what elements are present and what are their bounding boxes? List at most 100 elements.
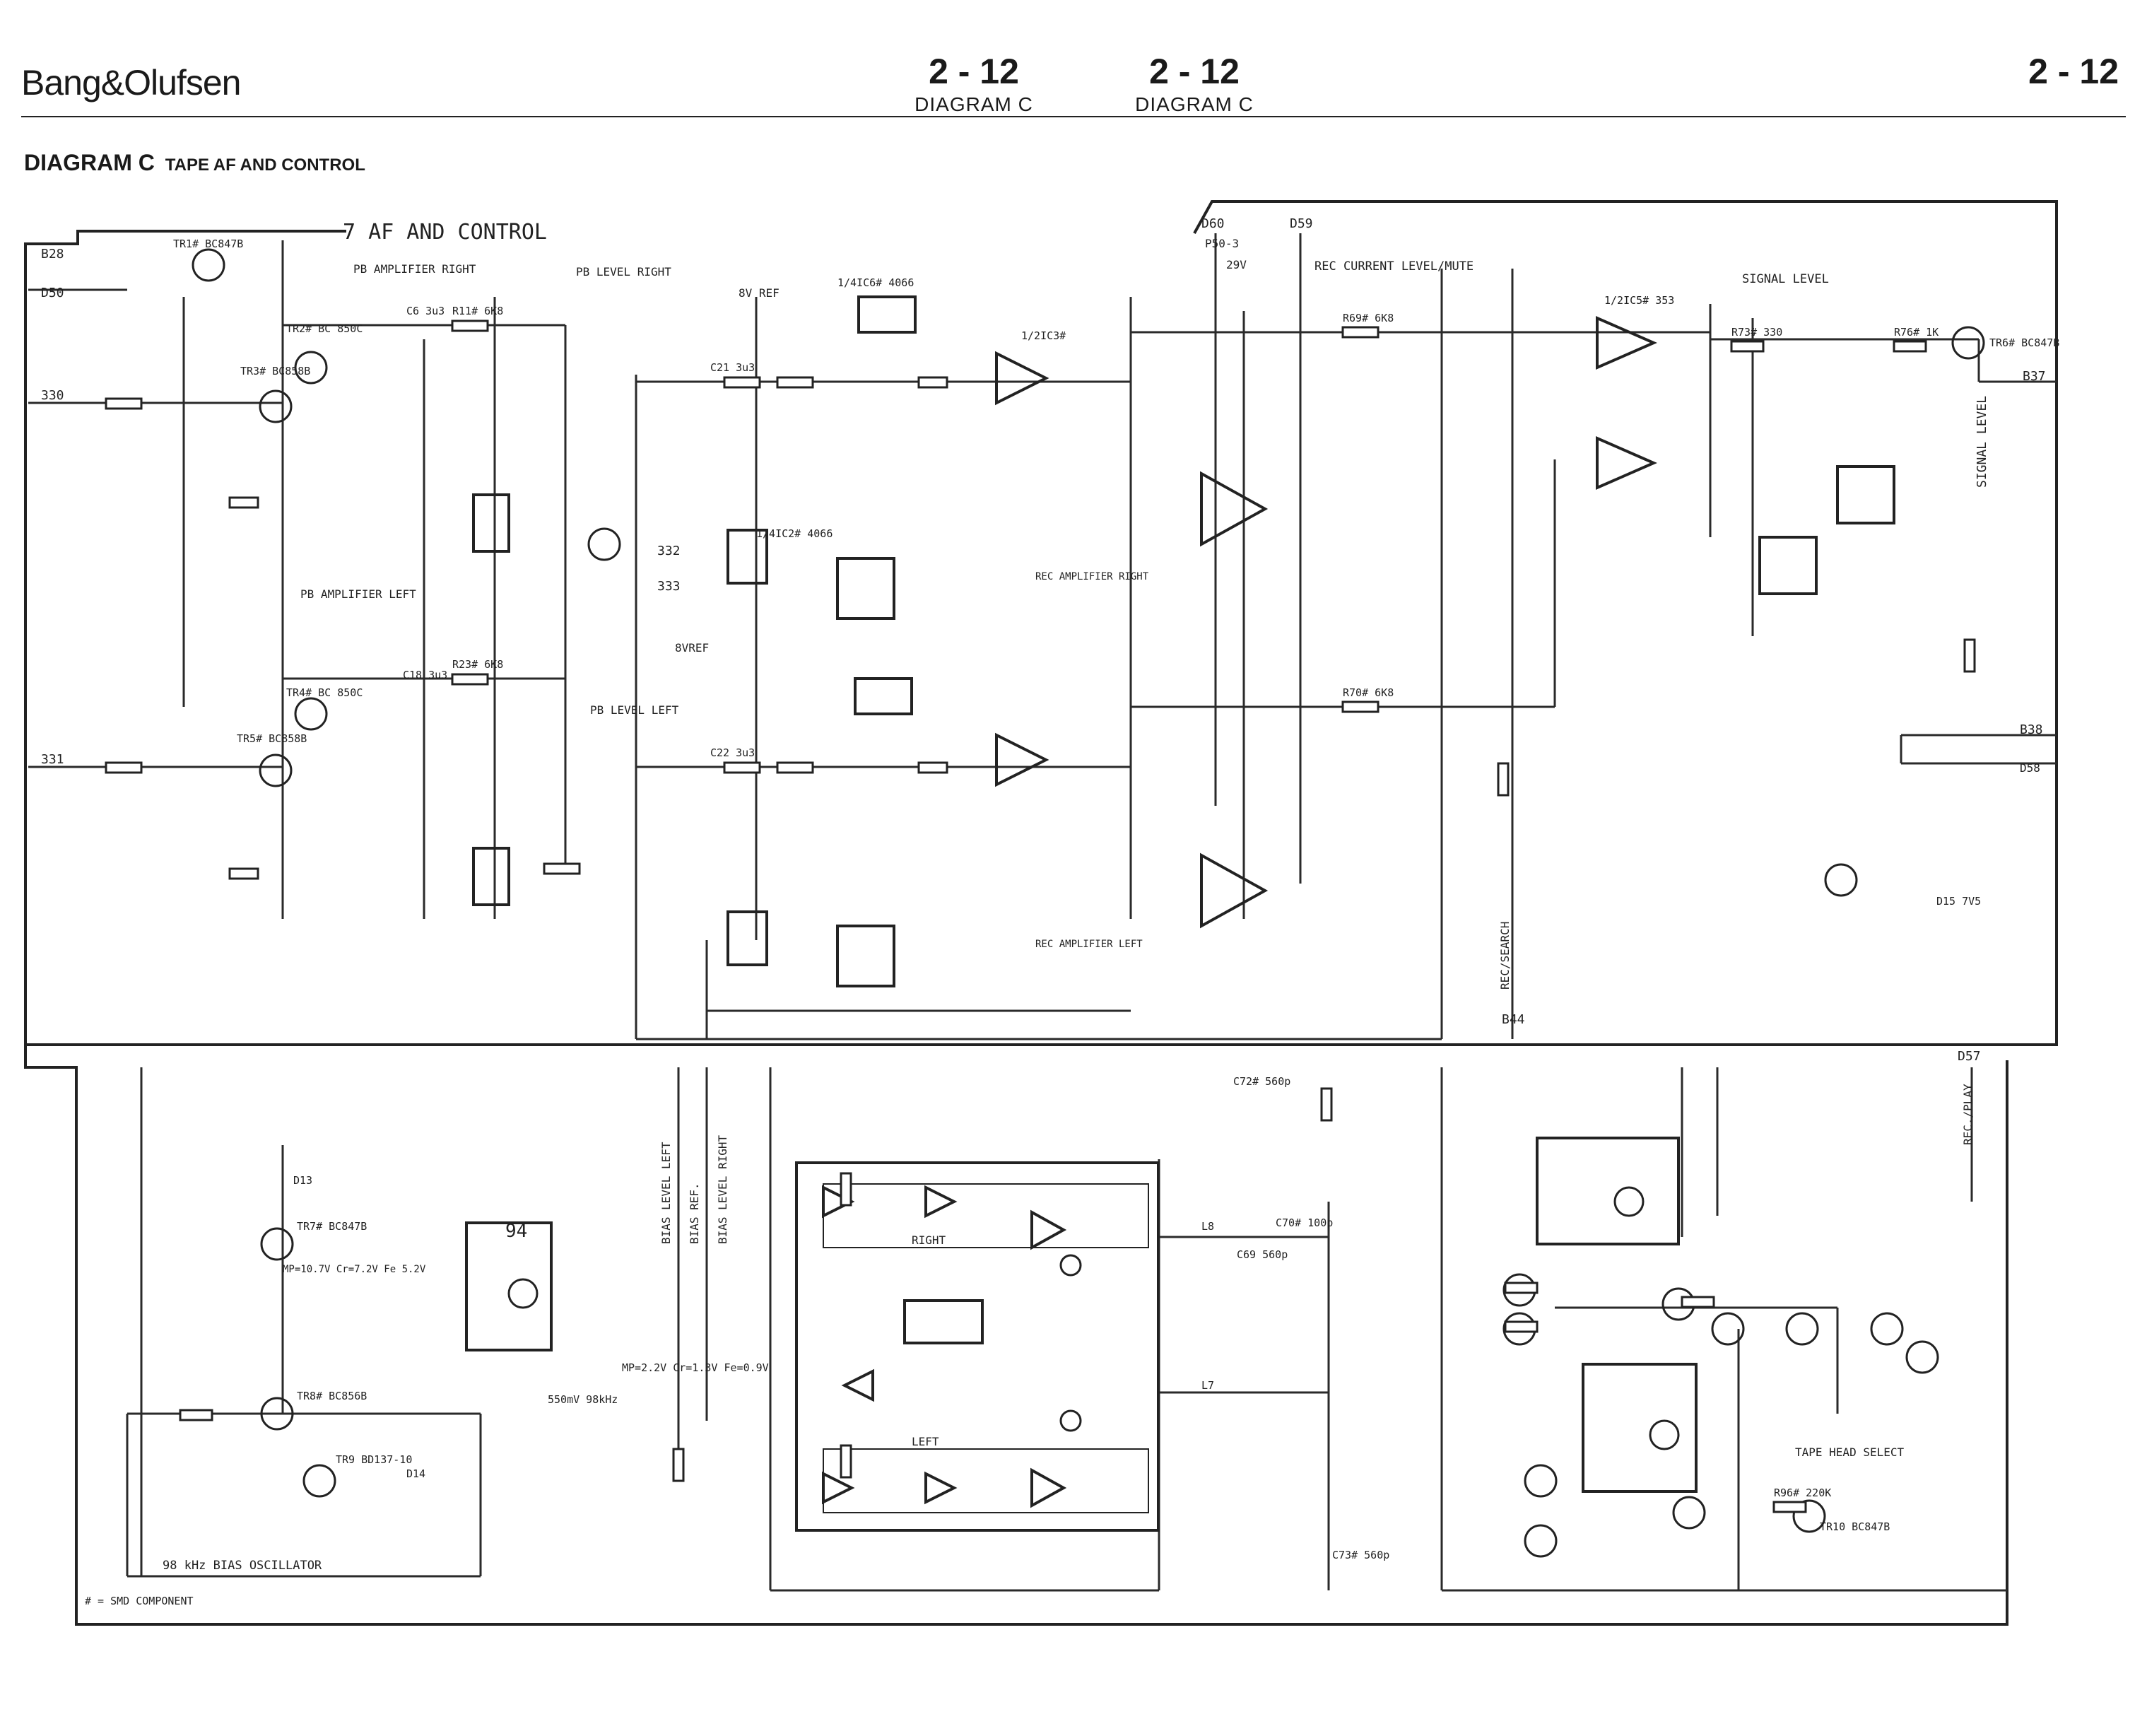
label-d14: D14	[406, 1467, 425, 1480]
ic2-switch-a	[727, 529, 768, 585]
tr4-symbol	[294, 697, 328, 731]
tr5-symbol	[259, 753, 293, 787]
label-c70: C70# 100p	[1276, 1216, 1333, 1229]
ic4-opamp-left	[1200, 852, 1269, 929]
label-bias-ref: BIAS REF.	[688, 1183, 701, 1244]
label-rec-play: REC./PLAY	[1961, 1084, 1975, 1145]
port-330: 330	[41, 388, 64, 403]
label-tr3: TR3# BC858B	[240, 365, 310, 377]
head-h1-coil-a	[1613, 1186, 1645, 1217]
ic6-switch-a	[857, 295, 917, 334]
section-title: 7 AF AND CONTROL	[343, 220, 547, 245]
port-331: 331	[41, 752, 64, 767]
ic1-switch-b	[472, 847, 510, 906]
head-h1-box-top	[1536, 1137, 1680, 1245]
label-ic2: 1/4IC2# 4066	[756, 527, 833, 540]
ic7-bias-ic	[795, 1161, 1160, 1532]
label-bias-left: BIAS LEVEL LEFT	[659, 1142, 673, 1244]
diagram-title-sub: TAPE AF AND CONTROL	[165, 156, 365, 175]
tr8-symbol	[260, 1397, 294, 1431]
label-tr6: TR6# BC847B	[1989, 336, 2059, 349]
page-number-left-value: 2 - 12	[929, 52, 1019, 91]
brand-logo: Bang&Olufsen	[21, 63, 241, 102]
port-d57: D57	[1958, 1049, 1981, 1064]
ic2-switch-d	[836, 925, 895, 987]
port-29v: 29V	[1226, 258, 1247, 271]
port-d58: D58	[2020, 761, 2040, 775]
port-b38: B38	[2020, 722, 2043, 737]
ic7-amp-left-1	[822, 1471, 855, 1505]
tr1-symbol	[192, 248, 225, 282]
page-number-mid-value: 2 - 12	[1149, 52, 1240, 91]
label-mp-level: MP=2.2V Cr=1.3V Fe=0.9V	[622, 1361, 769, 1374]
board-outlines	[24, 200, 2058, 1626]
port-d60: D60	[1201, 216, 1225, 231]
label-tr4: TR4# BC 850C	[286, 686, 363, 699]
tr35-symbol	[1870, 1312, 1904, 1346]
port-332-a: 332	[657, 544, 681, 558]
tr201-symbol	[1824, 863, 1858, 897]
label-bias-oscillator: 98 kHz BIAS OSCILLATOR	[163, 1559, 322, 1573]
header-rule	[21, 116, 2126, 117]
label-c6: C6 3u3	[406, 305, 445, 317]
tr10-symbol	[1792, 1499, 1826, 1533]
ic6-switch-b	[854, 677, 913, 715]
page-number-mid: 2 - 12 DIAGRAM C	[1117, 51, 1272, 116]
label-ic6: 1/4IC6# 4066	[837, 276, 914, 289]
label-8vref: 8VREF	[675, 641, 709, 655]
label-rec-amp-right: REC AMPLIFIER RIGHT	[1035, 571, 1149, 582]
tr3-symbol	[259, 389, 293, 423]
ic7-amp-left-2	[924, 1471, 958, 1505]
label-c72: C72# 560p	[1233, 1075, 1290, 1088]
label-c18: C18 3u3	[403, 669, 447, 681]
page-number-left: 2 - 12 DIAGRAM C	[896, 51, 1052, 116]
ic7-current-source-right	[1059, 1254, 1082, 1277]
port-b28: B28	[41, 247, 64, 262]
label-tr10: TR10 BC847B	[1820, 1520, 1890, 1533]
ic7-comparator-right	[1030, 1209, 1067, 1250]
ic2-switch-c	[836, 557, 895, 620]
label-r70: R70# 6K8	[1343, 686, 1394, 699]
port-d59: D59	[1290, 216, 1313, 231]
port-333-a: 333	[657, 579, 681, 594]
label-rec-amp-left: REC AMPLIFIER LEFT	[1035, 939, 1143, 950]
label-smd-note: # = SMD COMPONENT	[85, 1595, 194, 1607]
label-d15: D15 7V5	[1936, 895, 1981, 908]
page-number-mid-sub: DIAGRAM C	[1135, 93, 1254, 115]
label-r73: R73# 330	[1731, 326, 1782, 339]
port-b37: B37	[2023, 369, 2046, 384]
label-pb-level-left: PB LEVEL LEFT	[590, 703, 679, 717]
tr34-symbol	[1785, 1312, 1819, 1346]
ic6-switch-c	[1758, 536, 1818, 595]
label-bias-right: BIAS LEVEL RIGHT	[716, 1135, 729, 1244]
ic7-left-path	[823, 1448, 1149, 1513]
label-l8: L8	[1201, 1220, 1214, 1233]
ic7-inv-amp	[841, 1368, 874, 1402]
port-b44: B44	[1502, 1012, 1525, 1027]
page-number-right: 2 - 12	[2028, 52, 2119, 91]
label-signal-level-vertical: SIGNAL LEVEL	[1975, 396, 1989, 488]
tr39-symbol	[1672, 1496, 1706, 1530]
label-c22: C22 3u3	[710, 746, 755, 759]
label-ic7-right: RIGHT	[912, 1233, 946, 1247]
tr6-symbol	[1951, 326, 1985, 360]
ic-blocks	[465, 295, 1895, 1532]
label-tr2: TR2# BC 850C	[286, 322, 363, 335]
label-tr7: TR7# BC847B	[297, 1220, 367, 1233]
label-ic5: 1/2IC5# 353	[1604, 294, 1674, 307]
head-h1-coil-b	[1649, 1419, 1680, 1450]
label-tr1: TR1# BC847B	[173, 237, 243, 250]
label-pb-level-right: PB LEVEL RIGHT	[576, 265, 671, 278]
transistors	[192, 248, 1985, 1558]
tr38-symbol	[1524, 1524, 1558, 1558]
label-d13: D13	[293, 1174, 312, 1187]
label-8v-ref: 8V REF	[739, 286, 780, 300]
label-r23: R23# 6K8	[452, 658, 503, 671]
label-ic7-left: LEFT	[912, 1435, 939, 1448]
port-d50: D50	[41, 286, 64, 300]
label-tape-head-select: TAPE HEAD SELECT	[1795, 1445, 1904, 1459]
label-l7: L7	[1201, 1379, 1214, 1392]
ic5-opamp-a	[1596, 315, 1657, 370]
label-tr5: TR5# BC858B	[237, 732, 307, 745]
oscillator-waveform-box	[903, 1299, 984, 1344]
